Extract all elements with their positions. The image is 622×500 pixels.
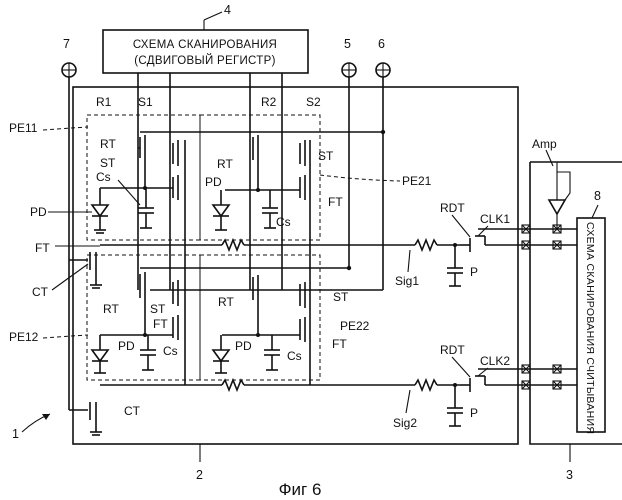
scan-circuit-box: СХЕМА СКАНИРОВАНИЯ (СДВИГОВЫЙ РЕГИСТР) 4 <box>103 3 308 73</box>
pixel-PE22: PE22 RT ST FT PD Cs <box>200 255 370 380</box>
amplifier: Amp <box>532 137 570 229</box>
label-CLK2: CLK2 <box>480 354 510 368</box>
pe12-Cs: Cs <box>163 344 178 358</box>
pe21-Cs: Cs <box>276 215 291 229</box>
pe12-PD: PD <box>118 339 135 353</box>
pe22-ST: ST <box>333 290 349 304</box>
pe11-Cs: Cs <box>96 170 111 184</box>
pe22-FT: FT <box>332 337 347 351</box>
pe22-PD: PD <box>235 339 252 353</box>
pe22-Cs: Cs <box>287 349 302 363</box>
pe12-ST: ST <box>150 302 166 316</box>
pe12-FT: FT <box>153 317 168 331</box>
label-Sig1: Sig1 <box>395 274 419 288</box>
readout-scan-label: СХЕМА СКАНИРОВАНИЯ СЧИТЫВАНИЯ <box>584 222 596 434</box>
label-PE21: PE21 <box>402 174 432 188</box>
scan-circuit-line1: СХЕМА СКАНИРОВАНИЯ <box>133 39 277 51</box>
ref-3: 3 <box>566 468 573 482</box>
label-FT: FT <box>35 241 50 255</box>
pixel-PE12: PE12 RT ST FT PD Cs <box>9 255 200 380</box>
pe21-ST: ST <box>318 149 334 163</box>
label-CLK1: CLK1 <box>480 212 510 226</box>
ref-1: 1 <box>12 427 19 441</box>
figure-caption: Фиг 6 <box>279 480 322 499</box>
pe21-PD: PD <box>205 175 222 189</box>
amplifier-triangle <box>549 200 565 214</box>
pixel-PE21: PE21 RT ST FT PD Cs <box>200 115 432 240</box>
label-R1: R1 <box>96 95 112 109</box>
label-P2: P <box>470 406 478 420</box>
label-S1: S1 <box>138 95 153 109</box>
pe21-FT: FT <box>328 195 343 209</box>
label-CT1: CT <box>32 285 49 299</box>
pe11-ST: ST <box>100 156 116 170</box>
label-PE12: PE12 <box>9 330 39 344</box>
ref-5: 5 <box>344 37 351 51</box>
ref-6: 6 <box>378 37 385 51</box>
ref-2: 2 <box>196 468 203 482</box>
label-Sig2: Sig2 <box>393 416 417 430</box>
readout-panel: 3 <box>530 162 622 482</box>
label-S2: S2 <box>306 95 321 109</box>
row-2-lines: Sig2 P RDT CLK2 CT <box>90 343 526 435</box>
label-RDT2: RDT <box>440 343 465 357</box>
label-R2: R2 <box>261 95 277 109</box>
ref-1-group: 1 <box>12 414 50 441</box>
label-PE11: PE11 <box>9 121 38 135</box>
ref-4: 4 <box>224 3 231 17</box>
pixel-PE11: PE11 RT ST PD Cs <box>9 115 200 240</box>
terminal-5: 5 <box>342 37 356 77</box>
control-lines <box>69 73 385 410</box>
ref-8: 8 <box>594 189 601 203</box>
ref-7: 7 <box>63 37 70 51</box>
terminal-6: 6 <box>376 37 390 77</box>
label-CT2: CT <box>124 404 141 418</box>
readout-scan-circuit-box: СХЕМА СКАНИРОВАНИЯ СЧИТЫВАНИЯ 8 <box>577 189 605 434</box>
pe22-RT: RT <box>218 295 234 309</box>
scan-circuit-line2: (СДВИГОВЫЙ РЕГИСТР) <box>134 54 275 67</box>
pe11-RT: RT <box>100 137 116 151</box>
label-P1: P <box>470 265 478 279</box>
pe21-RT: RT <box>217 157 233 171</box>
pe11-PD: PD <box>30 205 47 219</box>
label-RDT1: RDT <box>440 201 465 215</box>
amp-label: Amp <box>532 137 557 151</box>
pe12-RT: RT <box>103 302 119 316</box>
terminal-7: 7 <box>62 37 76 77</box>
label-PE22: PE22 <box>340 319 370 333</box>
